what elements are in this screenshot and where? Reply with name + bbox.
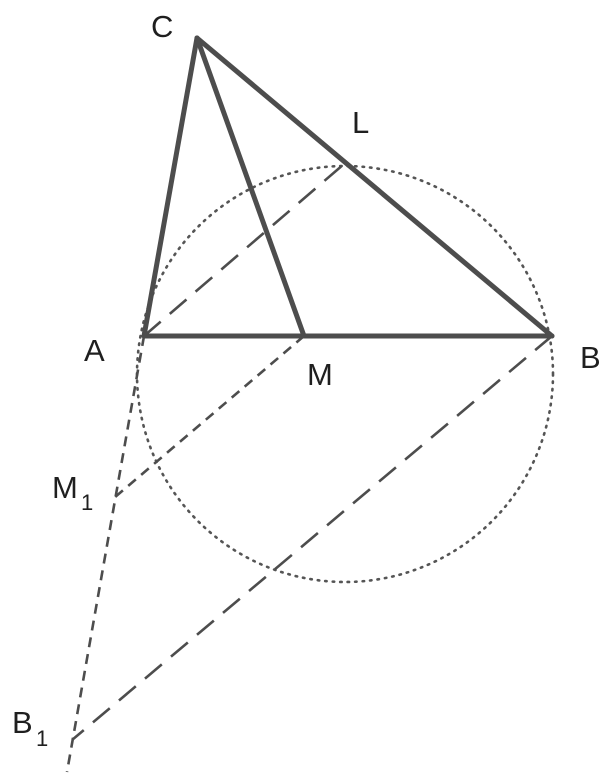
circle (135, 164, 555, 584)
dashed-line-b-b1 (71, 335, 553, 741)
svg-text:1: 1 (36, 726, 48, 751)
svg-text:M: M (52, 470, 78, 505)
dashed-line-m-m1 (113, 335, 305, 499)
median-cm (194, 35, 307, 339)
label-b: B (580, 340, 601, 375)
dashed-ray-a-b1 (65, 335, 146, 773)
side-cb (194, 35, 555, 339)
dashed-line-a-l (143, 163, 345, 337)
label-m1: M 1 (52, 470, 93, 515)
side-ac (141, 35, 200, 339)
label-m: M (307, 357, 333, 392)
label-b1: B 1 (12, 705, 48, 751)
label-a: A (84, 333, 105, 368)
label-c: C (151, 9, 173, 44)
label-l: L (352, 105, 369, 140)
svg-text:1: 1 (81, 490, 93, 515)
svg-text:B: B (12, 705, 33, 740)
